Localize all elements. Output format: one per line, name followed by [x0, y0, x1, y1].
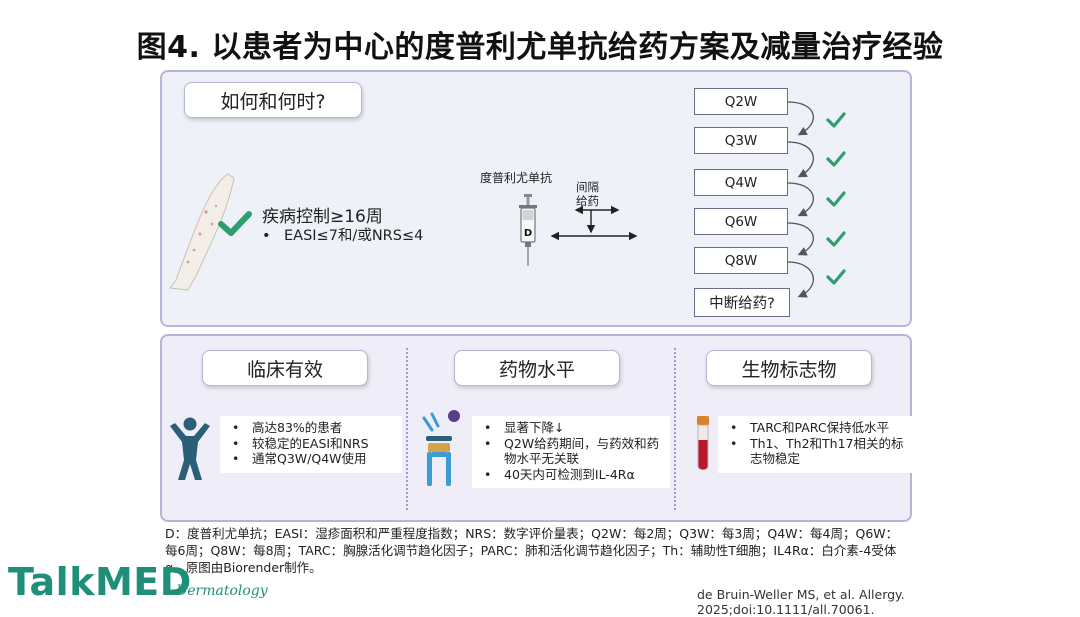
step-arrow-3-icon: [787, 182, 814, 217]
bullet-item: 高达83%的患者: [226, 420, 396, 436]
step-arrow-1-icon: [787, 101, 814, 136]
schedule-q8w-box: Q8W: [694, 247, 788, 274]
bullet-item: 较稳定的EASI和NRS: [226, 436, 396, 452]
control-criteria-text: EASI≤7和/或NRS≤4: [284, 228, 424, 244]
schedule-q4w-box: Q4W: [694, 169, 788, 196]
antibody-icon: [422, 410, 460, 486]
interval-arrows-icon: [550, 205, 638, 241]
schedule-q2w-box: Q2W: [694, 88, 788, 115]
syringe-letter: D: [524, 228, 532, 239]
blood-tube-icon: [697, 416, 709, 471]
step-arrow-4-icon: [787, 222, 814, 256]
bullet-item: 显著下降↓: [478, 420, 664, 436]
figure-title: 图4. 以患者为中心的度普利尤单抗给药方案及减量治疗经验: [136, 30, 944, 65]
drug-name-label: 度普利尤单抗: [480, 171, 553, 185]
clinical-efficacy-heading-box: 临床有效: [202, 350, 368, 386]
person-cheering-icon: [170, 417, 210, 480]
bullet-item: Th1、Th2和Th17相关的标志物稳定: [724, 436, 906, 467]
dosing-panel: 如何和何时? 疾病控制≥16周 •EASI≤7和/或NRS≤4 度普利尤单抗 D…: [160, 70, 912, 327]
citation: de Bruin-Weller MS, et al. Allergy. 2025…: [697, 587, 905, 617]
interval-label: 间隔 给药: [576, 180, 599, 208]
check-q6w-icon: [826, 231, 846, 247]
biomarker-heading-box: 生物标志物: [706, 350, 872, 386]
drug-level-bullets: 显著下降↓ Q2W给药期间，与药效和药物水平无关联 40天内可检测到IL-4Rα: [472, 416, 670, 488]
disease-control-heading: 疾病控制≥16周: [262, 207, 383, 227]
bullet-item: TARC和PARC保持低水平: [724, 420, 906, 436]
step-arrow-5-icon: [787, 261, 814, 298]
stop-dosing-box: 中断给药?: [694, 288, 790, 317]
brand-logo: TalkMED: [8, 560, 192, 604]
clinical-efficacy-bullets: 高达83%的患者 较稳定的EASI和NRS 通常Q3W/Q4W使用: [220, 416, 402, 473]
disease-control-criteria: •EASI≤7和/或NRS≤4: [262, 228, 424, 244]
syringe-icon: D: [519, 194, 537, 266]
biomarker-bullets: TARC和PARC保持低水平 Th1、Th2和Th17相关的标志物稳定: [718, 416, 912, 473]
step-arrow-2-icon: [787, 141, 814, 178]
section-divider: [406, 348, 408, 510]
control-check-icon: [218, 211, 252, 236]
brand-subtitle: Dermatology: [176, 583, 268, 599]
outcomes-panel: 临床有效 高达83%的患者 较稳定的EASI和NRS 通常Q3W/Q4W使用 药…: [160, 334, 912, 522]
check-q2w-icon: [826, 112, 846, 128]
bullet-item: Q2W给药期间，与药效和药物水平无关联: [478, 436, 664, 467]
check-q8w-icon: [826, 269, 846, 285]
schedule-q6w-box: Q6W: [694, 208, 788, 235]
step-down-arrows: [787, 101, 846, 298]
arm-illustration-icon: [169, 173, 235, 291]
when-question-label: 如何和何时?: [220, 90, 326, 113]
abbreviations-footnote: D：度普利尤单抗；EASI：湿疹面积和严重程度指数；NRS：数字评价量表；Q2W…: [165, 526, 899, 575]
check-q4w-icon: [826, 191, 846, 207]
when-question-box: 如何和何时?: [184, 82, 362, 118]
bullet-item: 通常Q3W/Q4W使用: [226, 451, 396, 467]
section-divider: [674, 348, 676, 510]
bullet-item: 40天内可检测到IL-4Rα: [478, 467, 664, 483]
check-q3w-icon: [826, 151, 846, 167]
drug-level-heading-box: 药物水平: [454, 350, 620, 386]
schedule-q3w-box: Q3W: [694, 127, 788, 154]
